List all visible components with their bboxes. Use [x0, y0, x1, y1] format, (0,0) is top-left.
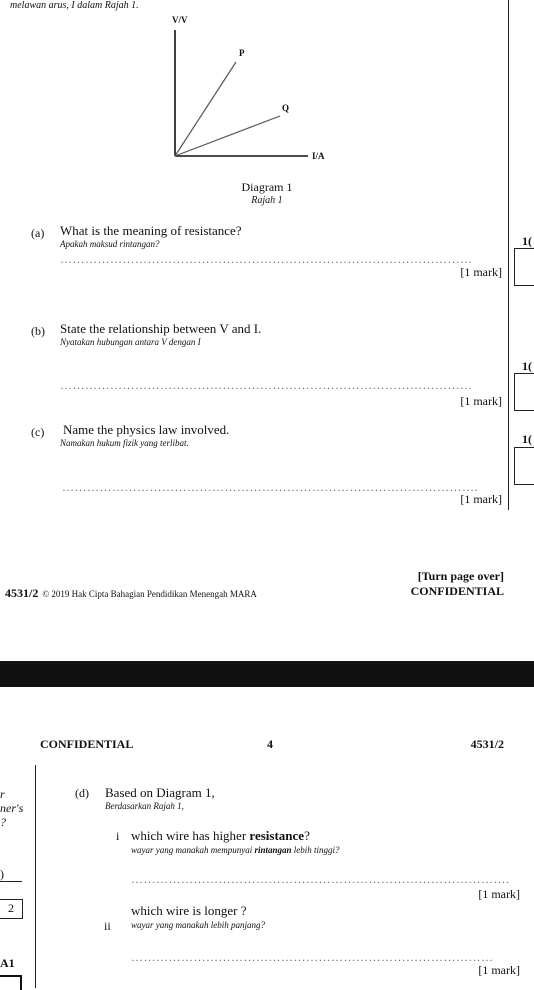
- margin-examiner-text: r ner's ?: [0, 787, 23, 829]
- wire-q-line: [174, 115, 281, 157]
- question-a-label: (a): [31, 226, 45, 240]
- mark-b: [1 mark]: [460, 394, 502, 408]
- margin-box-zero: ): [0, 867, 4, 881]
- score-box-a: [514, 248, 534, 286]
- margin-rule: [508, 0, 509, 510]
- margin-box-top: [0, 881, 22, 882]
- margin-text-1: r: [0, 787, 5, 801]
- answer-line-ii[interactable]: ……………………………………………………………………………: [131, 950, 494, 964]
- y-axis-label: V/V: [172, 15, 188, 25]
- sub-ii-text: which wire is longer ?: [131, 903, 247, 918]
- top-caption: melawan arus, I dalam Rajah 1.: [10, 0, 139, 11]
- page-separator: [0, 661, 534, 687]
- margin-number-c: 1(: [522, 432, 532, 446]
- mark-ii: [1 mark]: [478, 963, 520, 977]
- score-box-c: [514, 447, 534, 485]
- question-c-text: Name the physics law involved.: [63, 422, 230, 437]
- vi-graph: [174, 30, 308, 157]
- question-b-text: State the relationship between V and I.: [60, 321, 262, 336]
- page-footer-left: 4531/2 © 2019 Hak Cipta Bahagian Pendidi…: [5, 584, 257, 602]
- mark-c: [1 mark]: [460, 492, 502, 506]
- sub-ii-label: ii: [104, 919, 111, 933]
- margin-text-3: ?: [0, 815, 6, 829]
- question-a-text-ms: Apakah maksud rintangan?: [60, 239, 160, 249]
- margin-a1-box: [0, 975, 22, 990]
- sub-i-ms-bold: rintangan: [254, 845, 292, 855]
- answer-line-c[interactable]: ……………………………………………………………………………………….: [62, 480, 478, 494]
- sub-i-text-before: which wire has higher: [131, 828, 250, 843]
- page-number: 4: [267, 737, 273, 751]
- sub-i-text-ms: wayar yang manakah mempunyai rintangan l…: [131, 845, 340, 855]
- diagram-caption: Diagram 1: [241, 180, 293, 194]
- question-b-label: (b): [31, 324, 45, 338]
- score-box-b: [514, 373, 534, 411]
- p-label: P: [239, 48, 245, 58]
- question-c-label: (c): [31, 425, 45, 439]
- question-d-label: (d): [75, 786, 89, 800]
- margin-number-a: 1(: [522, 234, 532, 248]
- sub-i-text-bold: resistance: [249, 828, 305, 843]
- header-confidential: CONFIDENTIAL: [40, 737, 134, 751]
- sub-i-text-after: ?: [304, 828, 310, 843]
- question-b-text-ms: Nyatakan hubungan antara V dengan I: [60, 337, 201, 347]
- answer-line-a[interactable]: ………………………………………………………………………………………: [60, 252, 473, 266]
- mark-a: [1 mark]: [460, 265, 502, 279]
- diagram-caption-ms: Rajah 1: [251, 195, 283, 206]
- header-code: 4531/2: [470, 737, 504, 751]
- footer-copyright: © 2019 Hak Cipta Bahagian Pendidikan Men…: [42, 589, 257, 599]
- margin-a1: A1: [0, 956, 15, 970]
- question-d-text: Based on Diagram 1,: [105, 785, 215, 800]
- question-d-text-ms: Berdasarkan Rajah 1,: [105, 801, 184, 811]
- question-a-text: What is the meaning of resistance?: [60, 223, 242, 238]
- mark-i: [1 mark]: [478, 887, 520, 901]
- sub-i-label: i: [116, 829, 120, 843]
- sub-i-ms-after: lebih tinggi?: [291, 845, 340, 855]
- answer-line-b[interactable]: ………………………………………………………………………………………: [60, 378, 473, 392]
- x-axis-label: I/A: [312, 151, 325, 161]
- wire-p-line: [174, 61, 237, 157]
- margin-number-b: 1(: [522, 359, 532, 373]
- sub-i-text: which wire has higher resistance?: [131, 828, 310, 844]
- sub-ii-text-ms: wayar yang manakah lebih panjang?: [131, 920, 265, 930]
- margin-box-two: 2: [8, 901, 14, 915]
- footer-code: 4531/2: [5, 586, 39, 600]
- sub-i-ms-before: wayar yang manakah mempunyai: [131, 845, 255, 855]
- q-label: Q: [282, 103, 290, 113]
- left-margin-rule: [35, 765, 36, 988]
- margin-score-box: [0, 899, 23, 919]
- turn-over: [Turn page over]: [417, 569, 504, 583]
- footer-confidential: CONFIDENTIAL: [410, 584, 504, 598]
- question-c-text-ms: Namakan hukum fizik yang terlibat.: [60, 438, 189, 448]
- answer-line-i[interactable]: ……………………………………………………………………………….: [131, 872, 510, 886]
- margin-text-2: ner's: [0, 801, 24, 815]
